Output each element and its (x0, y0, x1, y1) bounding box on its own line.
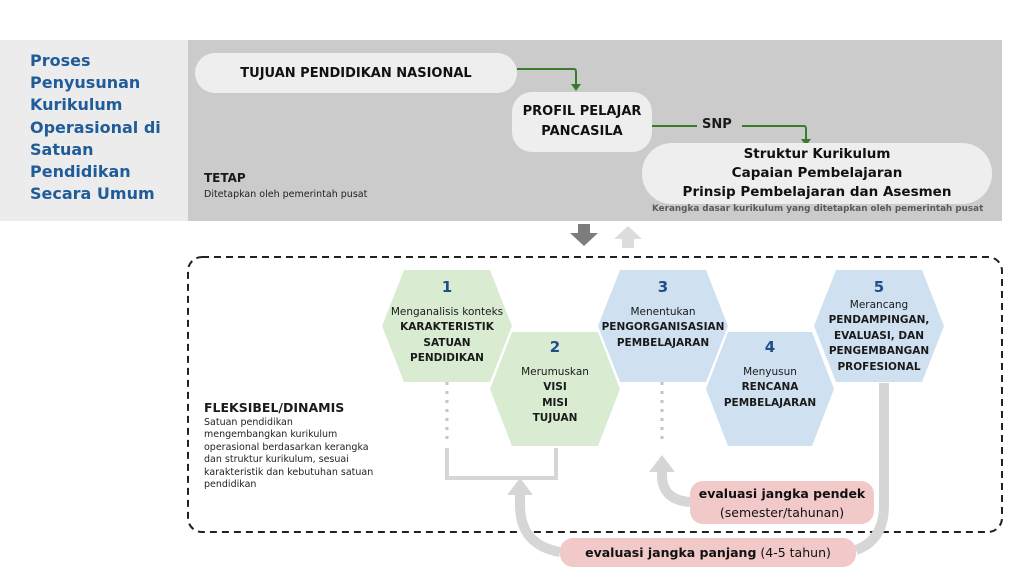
step-1-number: 1 (441, 278, 453, 296)
long-term-evaluation: evaluasi jangka panjang (4-5 tahun) (560, 538, 856, 567)
arrow-snp-struktur (742, 125, 807, 141)
step-1-title: KARAKTERISTIK SATUAN PENDIDIKAN (400, 321, 494, 364)
long-loop-right (854, 383, 889, 555)
step-5-lead: Merancang (849, 298, 909, 311)
loop-connector-1-2 (445, 448, 558, 480)
fixed-description: Ditetapkan oleh pemerintah pusat (204, 189, 368, 200)
tujuan-pill: TUJUAN PENDIDIKAN NASIONAL (195, 53, 517, 93)
short-term-evaluation: evaluasi jangka pendek (semester/tahunan… (690, 481, 874, 524)
short-loop-arrowhead (649, 455, 675, 472)
kerangka-caption: Kerangka dasar kurikulum yang ditetapkan… (652, 204, 984, 214)
struktur-pill: Struktur Kurikulum Capaian Pembelajaran … (642, 143, 992, 204)
step-3-lead: Menentukan (630, 305, 696, 318)
step-5-number: 5 (873, 278, 885, 296)
flexible-description: Satuan pendidikan mengembangkan kurikulu… (204, 417, 374, 491)
arrow-head-struktur (801, 139, 811, 146)
fixed-label: TETAP (204, 171, 246, 185)
snp-label: SNP (702, 117, 732, 132)
short-loop-left (657, 468, 691, 507)
profil-pill: PROFIL PELAJAR PANCASILA (512, 92, 652, 152)
step-4-number: 4 (764, 338, 776, 356)
step-3-text: 3 Menentukan PENGORGANISASIAN PEMBELAJAR… (598, 278, 728, 351)
step-4-hexagon (706, 332, 834, 446)
arrow-tujuan-profil (517, 68, 577, 86)
step-5-hexagon (814, 270, 944, 382)
arrow-head-profil (571, 84, 581, 91)
step-2-title: VISI MISI TUJUAN (532, 381, 578, 424)
title-panel (0, 40, 188, 221)
step-3-title: PENGORGANISASIAN PEMBELAJARAN (601, 321, 725, 349)
long-loop-left (515, 490, 562, 557)
step-3-hexagon (598, 270, 728, 382)
long-loop-arrowhead (507, 478, 533, 495)
short-term-label: evaluasi jangka pendek (698, 486, 866, 501)
up-arrow-icon (614, 226, 642, 248)
long-term-label: evaluasi jangka panjang (585, 545, 757, 560)
step-4-title: RENCANA PEMBELAJARAN (723, 381, 817, 409)
step-1-hexagon (382, 270, 512, 382)
flexible-label: FLEKSIBEL/DINAMIS (204, 400, 345, 415)
step-4-lead: Menyusun (743, 365, 797, 378)
flexible-region-border (187, 256, 1003, 533)
step-2-text: 2 Merumuskan VISI MISI TUJUAN (490, 338, 620, 427)
short-term-period: (semester/tahunan) (719, 505, 845, 520)
step-2-lead: Merumuskan (521, 365, 589, 378)
step-3-number: 3 (657, 278, 669, 296)
diagram-title: Proses Penyusunan Kurikulum Operasional … (30, 51, 161, 204)
step-5-text: 5 Merancang PENDAMPINGAN, EVALUASI, DAN … (814, 278, 944, 375)
down-arrow-icon (570, 224, 598, 246)
step-4-text: 4 Menyusun RENCANA PEMBELAJARAN (706, 338, 834, 411)
long-term-period: (4-5 tahun) (760, 545, 831, 560)
step-5-title: PENDAMPINGAN, EVALUASI, DAN PENGEMBANGAN… (828, 314, 930, 373)
step-2-hexagon (490, 332, 620, 446)
step-1-lead: Menganalisis konteks (390, 305, 504, 318)
step-2-number: 2 (549, 338, 561, 356)
step-1-text: 1 Menganalisis konteks KARAKTERISTIK SAT… (382, 278, 512, 367)
